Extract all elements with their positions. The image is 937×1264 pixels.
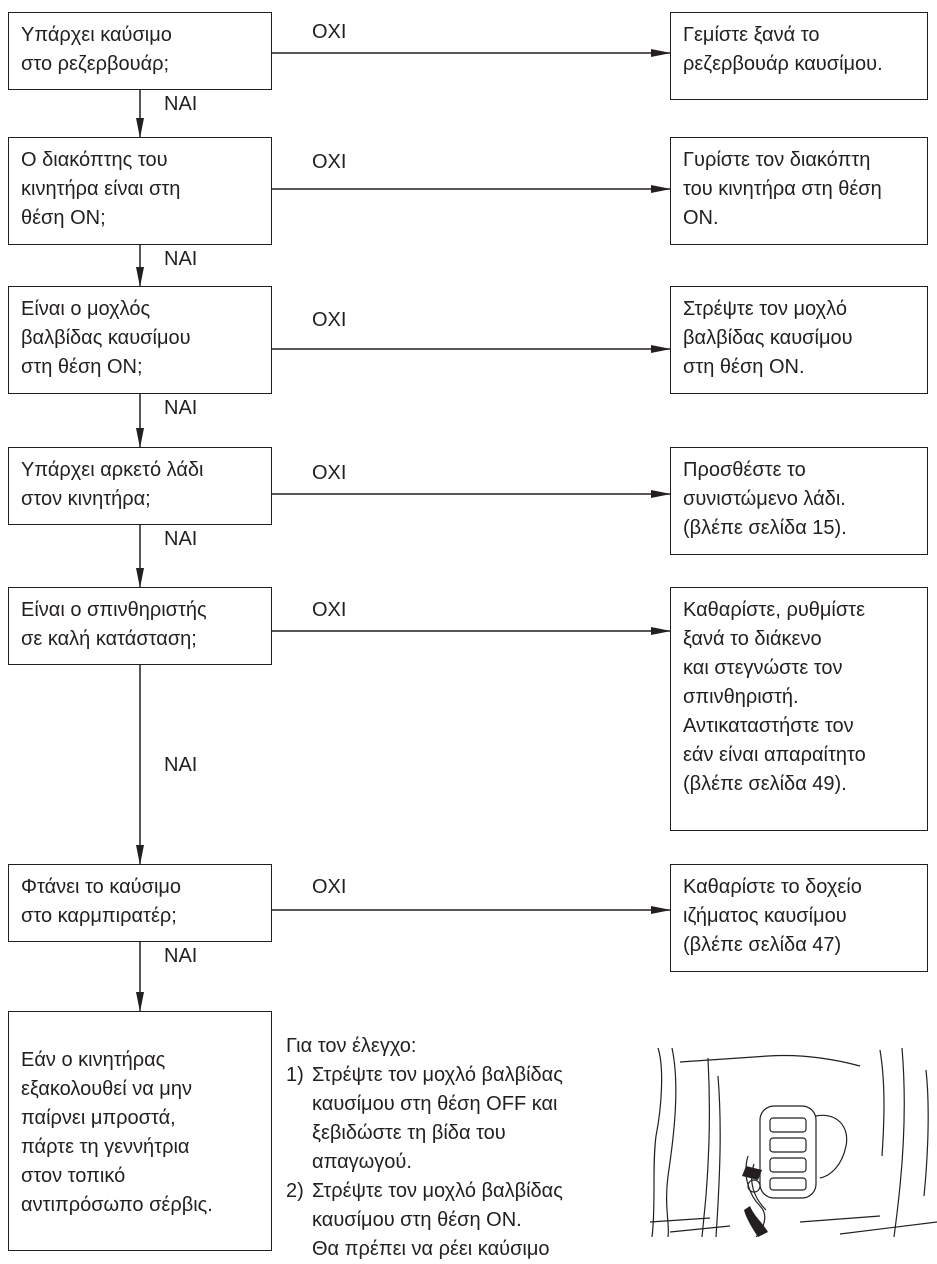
yes-label: ΝΑΙ — [164, 248, 198, 270]
final-line: πάρτε τη γεννήτρια — [21, 1136, 190, 1158]
question-box: Είναι ο σπινθηριστής σε καλή κατάσταση; — [8, 587, 272, 665]
question-box-line: σε καλή κατάσταση; — [21, 628, 197, 650]
action-box-line: ON. — [683, 207, 719, 229]
question-box: Φτάνει το καύσιμο στο καρμπιρατέρ; — [8, 864, 272, 942]
question-box: Υπάρχει αρκετό λάδι στον κινητήρα; — [8, 447, 272, 525]
action-box-line: (βλέπε σελίδα 15). — [683, 517, 847, 539]
step-line: Στρέψτε τον μοχλό βαλβίδας — [312, 1180, 563, 1202]
question-box-line: στο καρμπιρατέρ; — [21, 905, 177, 927]
final-line: στον τοπικό — [21, 1165, 126, 1187]
check-step: 1) Στρέψτε τον μοχλό βαλβίδας καυσίμου σ… — [286, 1061, 646, 1177]
question-box: Υπάρχει καύσιμο στο ρεζερβουάρ; — [8, 12, 272, 90]
yes-label: ΝΑΙ — [164, 945, 198, 967]
action-box-line: Αντικαταστήστε τον — [683, 715, 854, 737]
action-box-line: ρεζερβουάρ καυσίμου. — [683, 53, 883, 75]
question-box-line: στη θέση ON; — [21, 356, 143, 378]
question-box-line: Ο διακόπτης του — [21, 149, 168, 171]
final-line: εξακολουθεί να μην — [21, 1078, 192, 1100]
step-line: καυσίμου στη θέση ON. — [312, 1209, 522, 1231]
step-line: Θα πρέπει να ρέει καύσιμο — [312, 1238, 550, 1260]
check-notes-title: Για τον έλεγχο: — [286, 1035, 417, 1057]
action-box-line: του κινητήρα στη θέση — [683, 178, 882, 200]
action-box-line: στη θέση ON. — [683, 356, 805, 378]
action-box-line: σπινθηριστή. — [683, 686, 799, 708]
question-box-line: Φτάνει το καύσιμο — [21, 876, 182, 898]
no-label: ΟΧΙ — [312, 462, 347, 484]
action-box-line: Στρέψτε τον μοχλό — [683, 298, 847, 320]
step-line: Στρέψτε τον μοχλό βαλβίδας — [312, 1064, 563, 1086]
question-box: Είναι ο μοχλός βαλβίδας καυσίμου στη θέση … — [8, 286, 272, 394]
question-box-line: βαλβίδας καυσίμου — [21, 327, 191, 349]
no-label: ΟΧΙ — [312, 151, 347, 173]
action-box: Γυρίστε τον διακόπτη του κινητήρα στη θέσ… — [670, 137, 928, 245]
yes-label: ΝΑΙ — [164, 753, 198, 776]
check-notes: Για τον έλεγχο: 1) Στρέψτε τον μοχλό βαλ… — [286, 1032, 646, 1264]
action-box-line: Καθαρίστε το δοχείο — [683, 876, 862, 898]
question-box-line: Υπάρχει αρκετό λάδι — [21, 459, 204, 481]
step-number: 2) — [286, 1180, 304, 1202]
action-box: Καθαρίστε, ρυθμίστε ξανά το διάκενο και στ… — [670, 587, 928, 831]
no-label: ΟΧΙ — [312, 21, 347, 43]
final-line: αντιπρόσωπο σέρβις. — [21, 1194, 213, 1216]
action-box: Καθαρίστε το δοχείο ιζήματος καυσίμου (βλέ… — [670, 864, 928, 972]
yes-label: ΝΑΙ — [164, 528, 198, 550]
final-line: παίρνει μπροστά, — [21, 1107, 176, 1129]
final-line: Εάν ο κινητήρας — [21, 1049, 166, 1071]
action-box-line: και στεγνώστε τον — [683, 657, 843, 679]
step-line: ξεβιδώστε τη βίδα του — [312, 1122, 506, 1144]
action-box-line: (βλέπε σελίδα 47) — [683, 934, 842, 956]
action-box-line: Γεμίστε ξανά το — [683, 24, 820, 46]
no-label: ΟΧΙ — [312, 309, 347, 331]
action-box: Γεμίστε ξανά το ρεζερβουάρ καυσίμου. — [670, 12, 928, 100]
yes-label: ΝΑΙ — [164, 93, 198, 115]
question-box-line: στο ρεζερβουάρ; — [21, 53, 170, 75]
question-box-line: κινητήρα είναι στη — [21, 178, 181, 200]
generator-illustration — [650, 1047, 937, 1237]
question-box-line: Είναι ο μοχλός — [21, 298, 151, 320]
action-box: Στρέψτε τον μοχλό βαλβίδας καυσίμου στη θέ… — [670, 286, 928, 394]
question-box-line: θέση ON; — [21, 207, 106, 229]
flowchart-connectors — [136, 49, 671, 1012]
action-box-line: Γυρίστε τον διακόπτη — [683, 149, 871, 171]
question-box-line: Είναι ο σπινθηριστής — [21, 599, 207, 621]
step-line: απαγωγού. — [312, 1151, 412, 1173]
question-box-line: στον κινητήρα; — [21, 488, 151, 510]
action-box: Προσθέστε το συνιστώμενο λάδι. (βλέπε σελί… — [670, 447, 928, 555]
final-instruction-box: Εάν ο κινητήρας εξακολουθεί να μην παίρν… — [8, 1011, 272, 1251]
no-label: ΟΧΙ — [312, 876, 347, 898]
no-label: ΟΧΙ — [312, 599, 347, 621]
action-box-line: εάν είναι απαραίτητο — [683, 744, 866, 766]
action-box-line: Προσθέστε το — [683, 459, 806, 481]
action-box-line: Καθαρίστε, ρυθμίστε — [683, 599, 866, 621]
step-line: καυσίμου στη θέση OFF και — [312, 1093, 558, 1115]
question-box-line: Υπάρχει καύσιμο — [21, 24, 172, 46]
step-number: 1) — [286, 1064, 304, 1086]
action-box-line: (βλέπε σελίδα 49). — [683, 773, 847, 795]
action-box-line: βαλβίδας καυσίμου — [683, 327, 853, 349]
question-box: Ο διακόπτης του κινητήρα είναι στη θέση ON… — [8, 137, 272, 245]
action-box-line: συνιστώμενο λάδι. — [683, 488, 846, 510]
action-box-line: ιζήματος καυσίμου — [683, 905, 847, 927]
action-box-line: ξανά το διάκενο — [683, 628, 822, 650]
check-step: 2) Στρέψτε τον μοχλό βαλβίδας καυσίμου σ… — [286, 1177, 646, 1264]
yes-label: ΝΑΙ — [164, 397, 198, 419]
